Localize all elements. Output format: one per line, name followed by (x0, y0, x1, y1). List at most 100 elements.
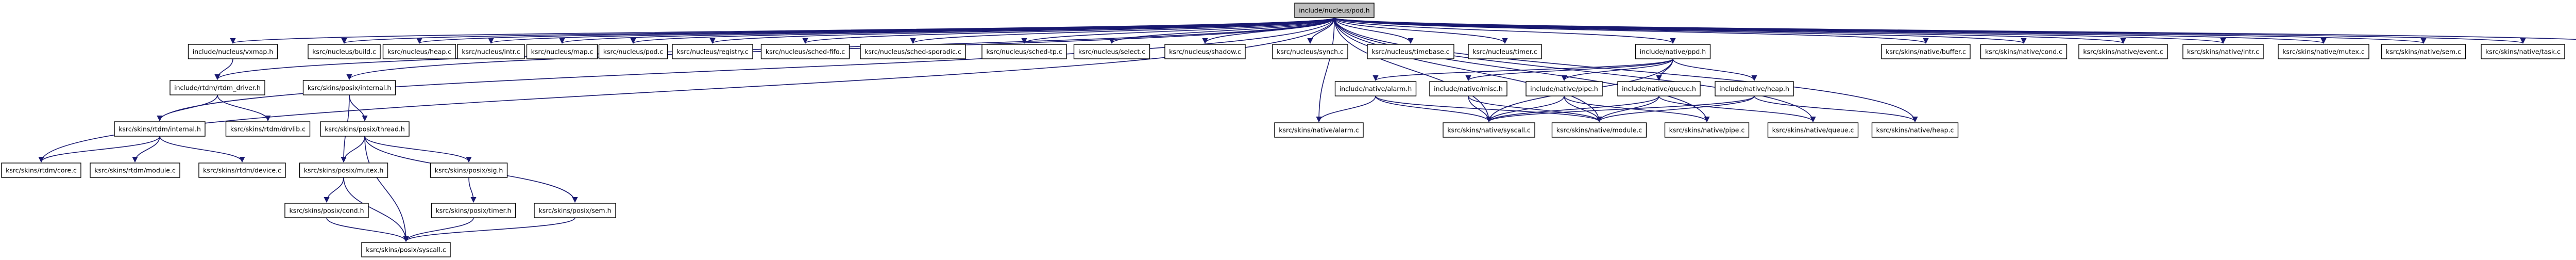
node-label: ksrc/skins/native/pipe.c (1669, 126, 1745, 134)
node-box (1073, 44, 1150, 59)
graph-node[interactable]: ksrc/skins/native/queue.c (1767, 122, 1859, 138)
graph-node[interactable]: include/native/misc.h (1429, 81, 1507, 96)
graph-node[interactable]: include/nucleus/vxmap.h (188, 44, 278, 59)
graph-node[interactable]: ksrc/nucleus/timebase.c (1367, 44, 1454, 59)
node-label: include/nucleus/vxmap.h (193, 48, 274, 56)
graph-node[interactable]: ksrc/skins/native/alarm.c (1274, 122, 1364, 138)
node-box (1526, 81, 1603, 96)
graph-node[interactable]: ksrc/skins/posix/cond.h (284, 203, 369, 218)
node-label: ksrc/skins/native/task.c (2485, 48, 2561, 56)
node-label: ksrc/skins/native/module.c (1556, 126, 1642, 134)
graph-node[interactable]: ksrc/skins/native/cond.c (1980, 44, 2067, 59)
dependency-edge (1334, 17, 1676, 44)
graph-node[interactable]: include/native/queue.h (1617, 81, 1701, 96)
node-label: ksrc/skins/rtdm/drvlib.c (230, 125, 306, 133)
graph-node[interactable]: ksrc/skins/posix/internal.h (302, 80, 396, 95)
node-box (981, 44, 1067, 59)
graph-node[interactable]: ksrc/skins/rtdm/module.c (90, 163, 180, 178)
graph-node[interactable]: ksrc/skins/native/intr.c (2182, 44, 2264, 59)
graph-node[interactable]: ksrc/skins/rtdm/internal.h (114, 121, 206, 137)
node-label: ksrc/nucleus/select.c (1078, 48, 1145, 56)
node-label: ksrc/skins/native/heap.c (1876, 126, 1954, 134)
dependency-edge (709, 17, 1335, 44)
node-box (2381, 44, 2466, 59)
dependency-edge (1334, 17, 1602, 123)
graph-node[interactable]: ksrc/skins/rtdm/core.c (1, 163, 81, 178)
graph-node[interactable]: ksrc/nucleus/timer.c (1468, 44, 1542, 59)
node-label: ksrc/skins/posix/mutex.h (304, 167, 384, 174)
node-label: ksrc/nucleus/timer.c (1472, 48, 1537, 56)
node-label: ksrc/skins/native/cond.c (1985, 48, 2062, 56)
node-label: include/native/queue.h (1622, 85, 1696, 93)
graph-node[interactable]: ksrc/skins/posix/mutex.h (299, 163, 388, 178)
node-label: ksrc/skins/posix/syscall.c (366, 246, 446, 254)
node-label: include/native/misc.h (1434, 85, 1503, 93)
graph-node[interactable]: ksrc/skins/native/buffer.c (1881, 44, 1971, 59)
graph-node[interactable]: include/rtdm/rtdm_driver.h (170, 80, 265, 95)
graph-node[interactable]: ksrc/nucleus/build.c (308, 44, 381, 59)
dependency-edge (1486, 95, 1659, 123)
node-label: include/rtdm/rtdm_driver.h (174, 84, 261, 92)
node-label: ksrc/nucleus/sched-sporadic.c (865, 48, 961, 56)
node-box (114, 121, 206, 137)
node-box (672, 44, 753, 59)
graph-node[interactable]: ksrc/skins/rtdm/drvlib.c (225, 121, 311, 137)
dependency-edge (349, 94, 368, 122)
graph-node[interactable]: include/native/heap.h (1715, 81, 1794, 96)
node-label: ksrc/nucleus/synch.c (1277, 48, 1344, 56)
node-label: ksrc/nucleus/intr.c (462, 48, 520, 56)
dependency-edge (1316, 95, 1376, 123)
graph-node[interactable]: ksrc/nucleus/pod.c (598, 44, 668, 59)
graph-node[interactable]: ksrc/skins/posix/timer.h (431, 203, 516, 218)
node-label: ksrc/nucleus/timebase.c (1371, 48, 1449, 56)
graph-node[interactable]: ksrc/skins/native/module.c (1551, 122, 1647, 138)
node-box (2182, 44, 2264, 59)
graph-node[interactable]: ksrc/skins/native/sem.c (2381, 44, 2466, 59)
graph-node[interactable]: include/native/alarm.h (1334, 81, 1417, 96)
dependency-edge (343, 177, 409, 242)
graph-node[interactable]: ksrc/nucleus/map.c (526, 44, 598, 59)
node-box (1443, 122, 1535, 138)
graph-node[interactable]: include/native/pipe.h (1526, 81, 1603, 96)
dependency-edge (1334, 17, 1929, 44)
dependency-edge (38, 136, 160, 163)
dependency-edge (159, 136, 245, 163)
graph-node[interactable]: ksrc/skins/native/pipe.c (1664, 122, 1750, 138)
graph-node[interactable]: ksrc/nucleus/heap.c (382, 44, 456, 59)
node-box (284, 203, 369, 218)
graph-node[interactable]: ksrc/nucleus/select.c (1073, 44, 1150, 59)
graph-node[interactable]: ksrc/nucleus/sched-fifo.c (760, 44, 850, 59)
dependency-edge (1486, 95, 1565, 123)
dependency-edge (1372, 58, 1673, 82)
graph-node[interactable]: ksrc/nucleus/sched-tp.c (981, 44, 1067, 59)
dependency-edge (1468, 95, 1602, 123)
dependency-edge (1375, 95, 1602, 123)
dependency-edge (132, 136, 160, 163)
dependency-edge (1596, 95, 1755, 123)
graph-node[interactable]: ksrc/nucleus/registry.c (672, 44, 753, 59)
graph-node[interactable]: ksrc/skins/native/syscall.c (1443, 122, 1535, 138)
graph-node[interactable]: include/nucleus/pod.h (1294, 3, 1375, 18)
dependency-edge (1334, 17, 1710, 123)
node-box (760, 44, 850, 59)
graph-node[interactable]: ksrc/skins/posix/syscall.c (361, 242, 451, 257)
graph-node[interactable]: ksrc/skins/posix/sig.h (430, 163, 508, 178)
node-box (1881, 44, 1971, 59)
graph-node[interactable]: ksrc/skins/native/heap.c (1871, 122, 1959, 138)
dependency-edge (802, 17, 1335, 44)
graph-node[interactable]: ksrc/skins/rtdm/device.c (198, 163, 286, 178)
node-box (1635, 44, 1711, 59)
graph-node[interactable]: ksrc/skins/native/task.c (2481, 44, 2565, 59)
graph-node[interactable]: ksrc/nucleus/shadow.c (1164, 44, 1246, 59)
graph-node[interactable]: ksrc/skins/native/event.c (2078, 44, 2168, 59)
graph-node[interactable]: include/native/ppd.h (1635, 44, 1711, 59)
graph-node[interactable]: ksrc/nucleus/synch.c (1272, 44, 1348, 59)
graph-node[interactable]: ksrc/skins/native/mutex.c (2278, 44, 2369, 59)
node-box (1980, 44, 2067, 59)
graph-node[interactable]: ksrc/skins/posix/thread.h (320, 121, 410, 137)
graph-node[interactable]: ksrc/nucleus/sched-sporadic.c (860, 44, 966, 59)
dependency-edge (1465, 58, 1673, 82)
graph-node[interactable]: ksrc/nucleus/intr.c (457, 44, 525, 59)
graph-node[interactable]: ksrc/skins/posix/sem.h (534, 203, 616, 218)
dependency-edge (364, 136, 472, 163)
